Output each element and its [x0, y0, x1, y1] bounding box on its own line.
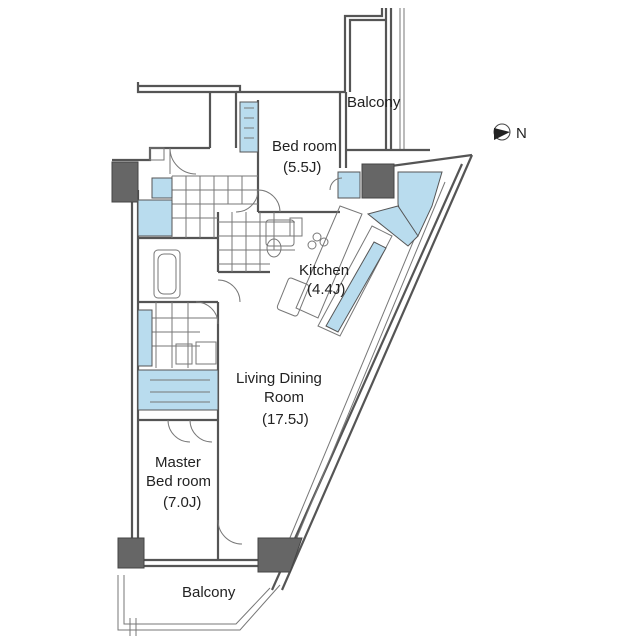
label-balcony-bottom: Balcony [182, 584, 236, 601]
label-bedroom-size: (5.5J) [283, 159, 321, 176]
label-balcony-top: Balcony [347, 94, 401, 111]
tiled-floor [138, 175, 295, 368]
bathroom-fixtures [149, 147, 303, 365]
label-bedroom: Bed room [272, 138, 337, 155]
kitchen-counters [276, 205, 393, 337]
label-master-line2: Bed room [146, 473, 211, 490]
label-kitchen: Kitchen [299, 262, 349, 279]
compass-label: N [516, 125, 527, 142]
label-living-line2: Room [264, 389, 304, 406]
north-arrow-icon: N [493, 123, 527, 142]
label-kitchen-size: (4.4J) [307, 281, 345, 298]
label-master-size: (7.0J) [163, 494, 201, 511]
doors [167, 147, 343, 545]
columns [111, 161, 395, 573]
label-living: Living Dining [236, 370, 322, 387]
top-balcony-rail [346, 8, 430, 152]
storage-areas [137, 101, 443, 411]
interior-walls [138, 92, 340, 560]
label-master: Master [155, 454, 201, 471]
outer-walls [112, 8, 474, 636]
label-living-size: (17.5J) [262, 411, 309, 428]
